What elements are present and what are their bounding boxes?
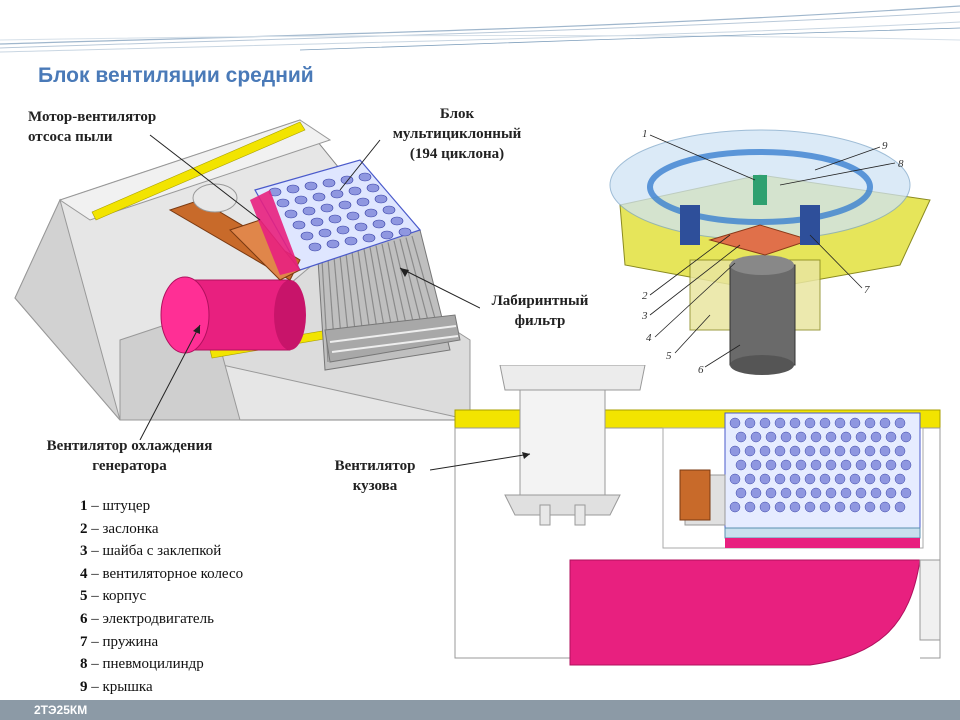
legend-item: 2 – заслонка: [80, 520, 159, 537]
footer-label: 2ТЭ25КМ: [34, 703, 88, 717]
page-title: Блок вентиляции средний: [38, 64, 314, 87]
generator-fan-shape: [160, 276, 306, 354]
legend-item: 5 – корпус: [80, 588, 147, 605]
callout-7: 7: [864, 284, 870, 296]
callout-9: 9: [882, 140, 888, 152]
legend-item: 1 – штуцер: [80, 498, 151, 514]
callout-4: 4: [646, 332, 652, 344]
legend-item: 9 – крышка: [80, 678, 153, 695]
header-decoration: [0, 5, 960, 53]
ventilation-block-illustration: [14, 119, 480, 440]
callout-3: 3: [641, 310, 648, 322]
body-fan-leader: [430, 452, 531, 471]
roof-fan-exploded-view: 1 9 8 7 2 3 4 5 6: [609, 128, 931, 376]
footer-bar: [0, 700, 960, 720]
callout-5: 5: [666, 350, 672, 362]
callout-6: 6: [698, 364, 704, 376]
legend-item: 4 – вентиляторное колесо: [80, 565, 244, 582]
callout-8: 8: [898, 158, 904, 170]
callout-1: 1: [642, 128, 648, 140]
body-fan-section-view: [454, 365, 941, 666]
legend-item: 7 – пружина: [80, 633, 159, 650]
legend-item: 3 – шайба с заклепкой: [80, 543, 222, 560]
multicyclone-shape: [254, 159, 422, 271]
dust-fan-shape: [168, 183, 301, 281]
callout-2: 2: [642, 290, 648, 302]
legend-item: 6 – электродвигатель: [80, 610, 214, 627]
legend-item: 8 – пневмоцилиндр: [80, 656, 204, 673]
parts-legend: 1 – штуцер 2 – заслонка 3 – шайба с заклеп…: [80, 495, 243, 698]
